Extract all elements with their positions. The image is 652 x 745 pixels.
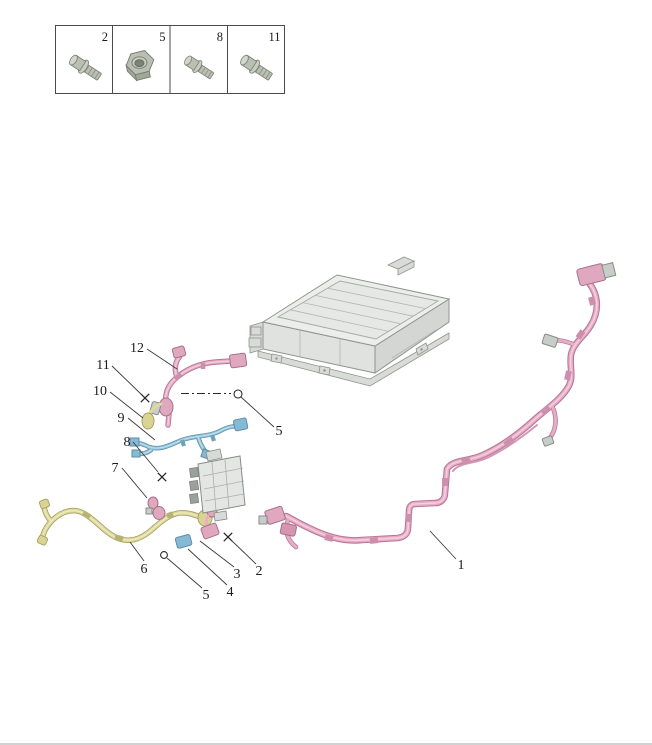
callout-5-upper-label: 5 [276, 424, 283, 439]
legend-cell-bolt-2: 2 [66, 30, 108, 84]
harness-9-connector [131, 449, 141, 458]
callout-6: 6 [129, 541, 148, 577]
callout-4-label: 4 [227, 585, 234, 600]
aux-harness-12 [149, 345, 248, 425]
battery-pack [248, 256, 451, 387]
callout-9-leader [127, 417, 156, 441]
main-harness-1 [258, 262, 617, 547]
page-bottom-edge [0, 743, 652, 745]
callout-8-label: 8 [124, 435, 131, 450]
callout-11: 11 [96, 358, 143, 396]
callout-2-label: 2 [256, 564, 263, 579]
bolt-marker-2 [223, 532, 233, 542]
pink-connector-near-2 [200, 522, 220, 540]
callout-6-label: 6 [141, 562, 148, 577]
callout-1-leader [429, 530, 457, 560]
yellow-connector-10 [141, 402, 163, 430]
legend-cell-nut-5: 5 [125, 30, 166, 81]
callout-11-leader [111, 365, 143, 396]
callout-1-label: 1 [458, 558, 465, 573]
harness-12-connector [171, 345, 187, 359]
harness-9-connector [129, 437, 140, 447]
harness-1-top-connector [576, 262, 617, 287]
callout-8-leader [132, 441, 159, 473]
harness-tape [81, 510, 174, 542]
legend-cell-bolt-8: 8 [181, 30, 223, 83]
junction-module-3 [189, 448, 246, 531]
nut-marker-5-upper [233, 389, 243, 399]
callouts: 12 11 10 9 8 7 6 5 [93, 341, 465, 603]
callout-6-leader [129, 541, 145, 562]
callout-5-lower-leader [166, 557, 203, 589]
callout-3-leader [199, 540, 235, 568]
harness-tape [324, 296, 596, 544]
harness-1-end-connector [258, 515, 268, 525]
callout-10-label: 10 [93, 384, 107, 399]
harness-tape [173, 363, 206, 381]
legend-item-number: 5 [159, 30, 165, 44]
callout-12-label: 12 [130, 341, 144, 356]
pink-connector-7 [145, 496, 166, 520]
harness-1-branch-connector [541, 333, 559, 348]
callout-5-upper-leader [240, 396, 275, 428]
harness-6-connector [36, 534, 49, 546]
callout-9: 9 [118, 411, 156, 441]
fastener-markers [140, 389, 243, 559]
harness-tape [180, 434, 216, 447]
callout-12-leader [146, 348, 178, 370]
callout-4: 4 [187, 548, 234, 600]
callout-10: 10 [93, 384, 144, 419]
legend-item-number: 2 [102, 30, 108, 44]
callout-12: 12 [130, 341, 178, 370]
callout-11-label: 11 [96, 358, 109, 373]
blue-connector-4 [174, 534, 193, 549]
callout-3: 3 [199, 540, 241, 582]
bolt-marker-11 [140, 393, 150, 403]
harness-12-grommet [158, 397, 174, 417]
callout-7-leader [121, 467, 148, 499]
harness-1-stub-connector [541, 435, 555, 447]
legend-item-number: 11 [268, 30, 280, 44]
callout-7-label: 7 [112, 461, 119, 476]
callout-2-leader [230, 539, 257, 565]
harness-1-end-connector [279, 522, 297, 537]
pack-end-connector [248, 337, 262, 348]
bolt-marker-8 [157, 472, 167, 482]
pack-end-connector [250, 326, 262, 336]
callout-4-leader [187, 548, 228, 586]
legend-cell-bolt-11: 11 [237, 30, 281, 84]
callout-5-lower: 5 [166, 557, 210, 603]
harness-6-connector [38, 498, 51, 510]
harness-12-connector [229, 352, 248, 369]
legend-item-number: 8 [217, 30, 223, 44]
harness-1-end-connector [264, 505, 286, 525]
harness-9-connector [232, 417, 249, 432]
callout-3-label: 3 [234, 567, 241, 582]
callout-1: 1 [429, 530, 465, 573]
harness-strand [452, 424, 538, 472]
callout-7: 7 [112, 461, 148, 499]
nut-marker-5-lower [160, 551, 168, 559]
fastener-legend: 2 5 8 11 [55, 25, 285, 94]
callout-8: 8 [124, 435, 159, 473]
callout-10-leader [109, 391, 144, 419]
callout-5-upper: 5 [240, 396, 283, 439]
callout-5-lower-label: 5 [203, 588, 210, 603]
callout-2: 2 [230, 539, 263, 579]
callout-9-label: 9 [118, 411, 125, 426]
